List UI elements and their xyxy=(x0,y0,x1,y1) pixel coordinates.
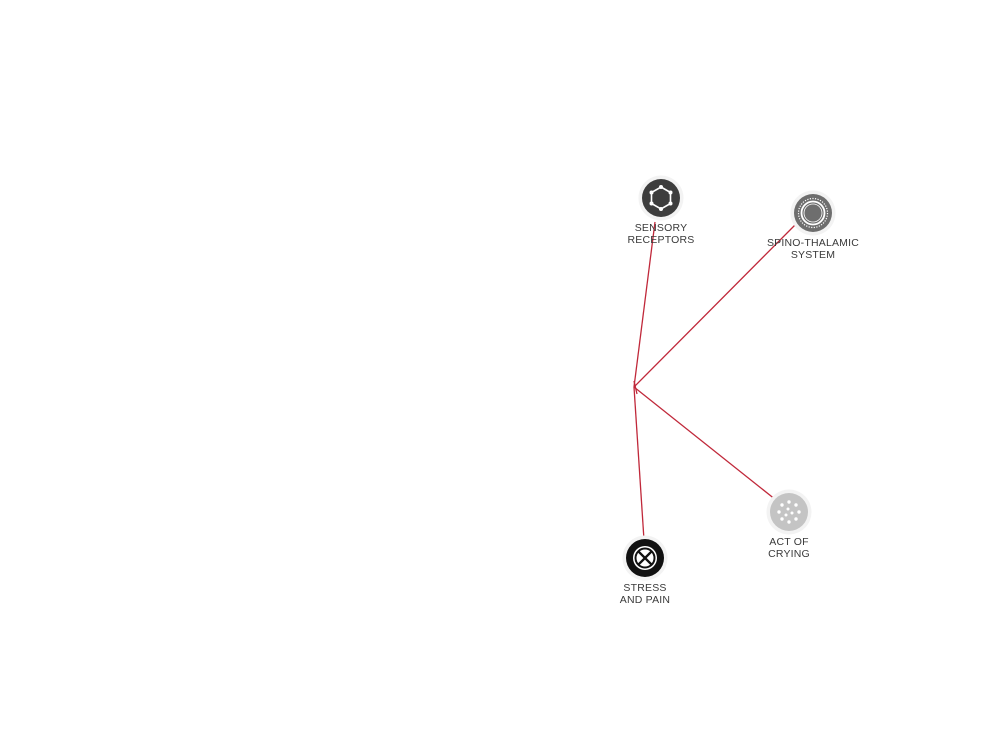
node-label: STRESS AND PAIN xyxy=(585,582,705,606)
label-line-1: ACT OF xyxy=(769,536,809,548)
node-label: ACT OF CRYING xyxy=(729,536,849,560)
crying-icon-disc xyxy=(770,493,808,531)
link-hub-to-crying xyxy=(633,386,777,501)
node-act-of-crying[interactable]: ACT OF CRYING xyxy=(729,489,849,560)
label-line-1: SPINO-THALAMIC xyxy=(766,237,860,249)
label-line-1: SENSORY xyxy=(634,222,688,234)
x-circle-icon xyxy=(622,535,668,581)
hexagon-network-icon xyxy=(638,175,684,221)
link-hub-to-spino xyxy=(633,223,797,388)
label-line-2: SYSTEM xyxy=(790,249,836,261)
concentric-ring-icon xyxy=(790,190,836,236)
dotted-circle-icon xyxy=(766,489,812,535)
node-spino-thalamic-system[interactable]: SPINO-THALAMIC SYSTEM xyxy=(753,190,873,261)
label-line-2: RECEPTORS xyxy=(627,234,695,246)
label-line-2: AND PAIN xyxy=(619,594,671,606)
node-stress-and-pain[interactable]: STRESS AND PAIN xyxy=(585,535,705,606)
link-group xyxy=(633,221,797,541)
sensory-icon-disc xyxy=(642,179,680,217)
node-label: SPINO-THALAMIC SYSTEM xyxy=(753,237,873,261)
label-line-2: CRYING xyxy=(768,548,810,560)
link-hub-to-sensory xyxy=(633,221,656,388)
label-line-1: STRESS xyxy=(623,582,667,594)
node-label: SENSORY RECEPTORS xyxy=(601,222,721,246)
node-sensory-receptors[interactable]: SENSORY RECEPTORS xyxy=(601,175,721,246)
link-hub-to-stress xyxy=(633,386,645,541)
spino-icon-disc xyxy=(794,194,832,232)
hub-tick xyxy=(633,380,638,395)
